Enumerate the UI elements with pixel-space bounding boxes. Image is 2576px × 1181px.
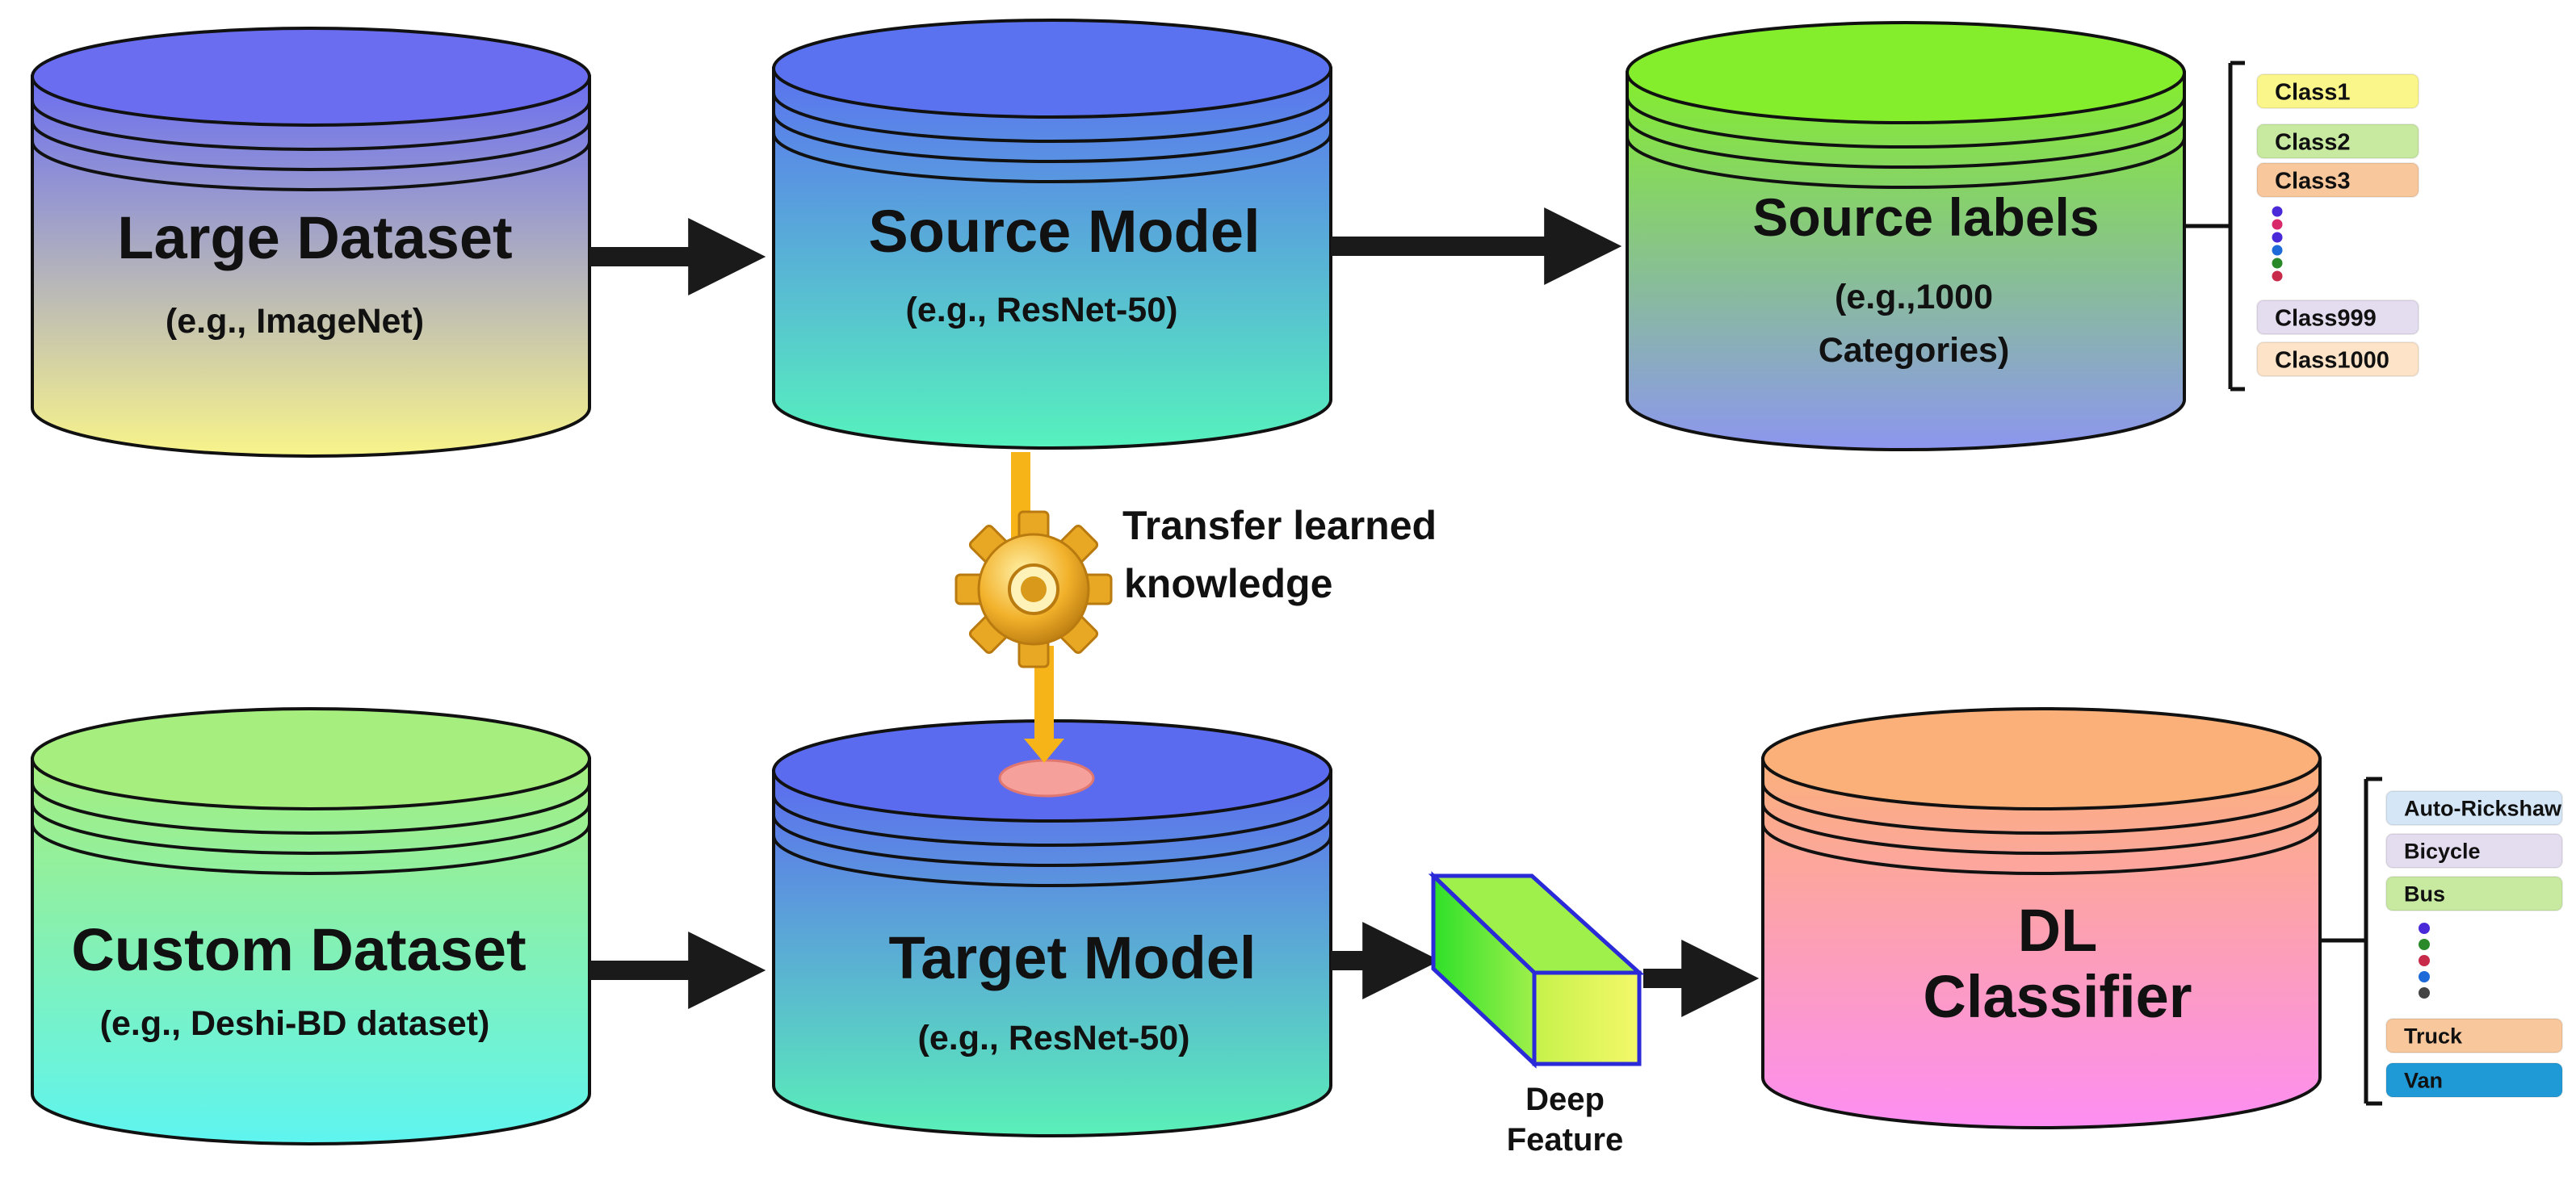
target-model-cylinder: Target Model (e.g., ResNet-50) (772, 719, 1332, 1137)
class-label-text: Van (2404, 1069, 2443, 1093)
dl-classifier-cylinder: DL Classifier (1761, 707, 2322, 1129)
class-label-item: Auto-Rickshaw (2385, 790, 2563, 826)
source-labels-cylinder: Source labels (e.g.,1000 Categories) (1626, 21, 2186, 451)
transfer-target-spot (998, 759, 1095, 798)
gear-icon (954, 510, 1113, 668)
deep-feature-label-line1: Deep (1525, 1082, 1605, 1117)
ellipsis-dot (2272, 219, 2283, 230)
large-dataset-title: Large Dataset (117, 204, 512, 271)
class-label-item: Class1 (2256, 73, 2419, 109)
ellipsis-dot (2419, 971, 2430, 982)
dl-classifier-title-line1: DL (2018, 897, 2098, 964)
deep-feature-label-line2: Feature (1507, 1122, 1624, 1158)
class-label-text: Bus (2404, 882, 2445, 907)
large-dataset-cylinder: Large Dataset (e.g., ImageNet) (31, 27, 591, 458)
transfer-label-line2: knowledge (1124, 561, 1332, 606)
ellipsis-dot (2272, 245, 2283, 256)
flow-arrows (589, 207, 1760, 1017)
class-label-text: Truck (2404, 1024, 2463, 1049)
source-labels-subtitle-line2: Categories) (1819, 331, 2010, 370)
source-model-cylinder: Source Model (e.g., ResNet-50) (772, 19, 1332, 450)
class-label-text: Class3 (2275, 168, 2351, 194)
ellipsis-dot (2419, 939, 2430, 950)
class-label-item: Class3 (2256, 162, 2419, 198)
class-label-text: Class2 (2275, 129, 2351, 155)
class-label-text: Bicycle (2404, 840, 2481, 864)
custom-dataset-subtitle: (e.g., Deshi-BD dataset) (100, 1004, 490, 1043)
deep-feature-box (1428, 871, 1645, 1069)
class-label-item: Bus (2385, 876, 2563, 911)
class-label-text: Class1 (2275, 79, 2351, 105)
class-label-item: Bicycle (2385, 833, 2563, 869)
large-dataset-subtitle: (e.g., ImageNet) (166, 302, 424, 341)
source-labels-title: Source labels (1752, 187, 2099, 247)
ellipsis-dot (2419, 987, 2430, 999)
ellipsis-dot (2419, 955, 2430, 966)
class-label-text: Auto-Rickshaw (2404, 797, 2562, 821)
ellipsis-dot (2272, 206, 2283, 217)
transfer-label-line1: Transfer learned (1122, 503, 1437, 548)
class-label-item: Van (2385, 1062, 2563, 1098)
custom-dataset-cylinder: Custom Dataset (e.g., Deshi-BD dataset) (31, 707, 591, 1145)
ellipsis-dot (2272, 258, 2283, 269)
ellipsis-dot (2272, 232, 2283, 243)
custom-dataset-title: Custom Dataset (71, 916, 526, 983)
class-label-text: Class999 (2275, 305, 2377, 331)
dl-classifier-title-line2: Classifier (1923, 963, 2192, 1030)
target-model-title: Target Model (889, 924, 1257, 991)
class-label-item: Class999 (2256, 299, 2419, 335)
ellipsis-dot (2419, 923, 2430, 934)
class-label-text: Class1000 (2275, 347, 2389, 373)
class-label-item: Truck (2385, 1018, 2563, 1053)
class-label-item: Class1000 (2256, 341, 2419, 377)
source-model-title: Source Model (868, 198, 1260, 265)
ellipsis-dot (2272, 270, 2283, 282)
class-label-item: Class2 (2256, 124, 2419, 159)
source-labels-subtitle-line1: (e.g.,1000 (1835, 278, 1993, 316)
target-model-subtitle: (e.g., ResNet-50) (918, 1019, 1190, 1057)
source-model-subtitle: (e.g., ResNet-50) (906, 291, 1178, 329)
